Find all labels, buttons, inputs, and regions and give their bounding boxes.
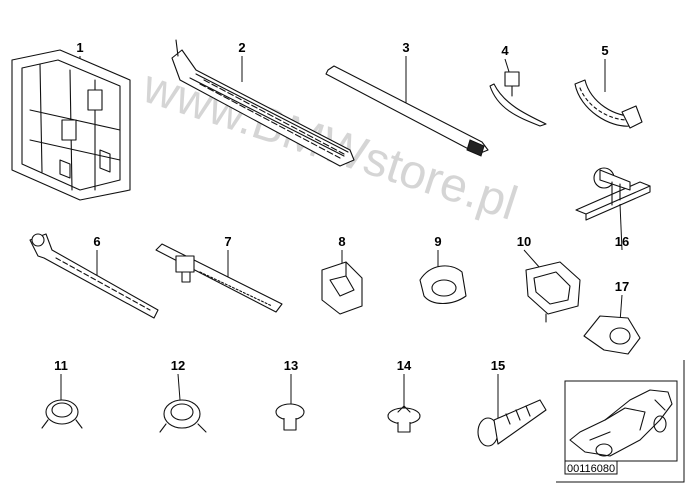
part-label-9: 9 <box>434 234 441 249</box>
part-12-hose-clamp[interactable] <box>159 399 207 433</box>
part-label-12: 12 <box>171 358 185 373</box>
part-label-16: 16 <box>615 234 629 249</box>
part-label-14: 14 <box>397 358 412 373</box>
part-5-clip[interactable] <box>574 79 643 129</box>
part-label-3: 3 <box>402 40 409 55</box>
part-label-1: 1 <box>76 40 83 55</box>
part-label-15: 15 <box>491 358 505 373</box>
part-10-clip[interactable] <box>525 261 581 323</box>
part-label-4: 4 <box>501 43 509 58</box>
part-14-expanding-rivet[interactable] <box>387 405 421 433</box>
part-16-holder[interactable] <box>575 167 651 221</box>
part-7-cable-tie[interactable] <box>155 243 283 313</box>
part-label-11: 11 <box>54 358 68 373</box>
part-3-cable-tie[interactable] <box>325 65 489 157</box>
leader-line-10 <box>523 249 541 269</box>
part-label-17: 17 <box>615 279 629 294</box>
part-label-10: 10 <box>517 234 531 249</box>
part-1-bracket[interactable] <box>11 49 131 201</box>
part-15-push-rivet[interactable] <box>477 399 547 447</box>
part-label-7: 7 <box>224 234 231 249</box>
leader-lines <box>60 56 623 420</box>
part-11-hose-clamp[interactable] <box>41 399 83 429</box>
part-13-plug[interactable] <box>275 403 305 431</box>
part-2-cable-strap[interactable] <box>171 39 355 167</box>
vehicle-inset: 00116080 <box>564 380 678 475</box>
leader-line-12 <box>177 373 181 401</box>
part-label-8: 8 <box>338 234 345 249</box>
part-9-clip[interactable] <box>419 265 467 305</box>
part-8-clip[interactable] <box>321 261 363 315</box>
part-label-6: 6 <box>93 234 100 249</box>
part-6-cable-strap[interactable] <box>29 233 159 319</box>
part-17-clip[interactable] <box>583 315 641 355</box>
inset-caption: 00116080 <box>567 463 615 475</box>
part-label-5: 5 <box>601 43 608 58</box>
frame-border <box>556 360 685 483</box>
part-label-13: 13 <box>284 358 298 373</box>
leader-line-16 <box>619 203 623 251</box>
part-4-clip[interactable] <box>489 71 547 127</box>
part-label-2: 2 <box>238 40 245 55</box>
